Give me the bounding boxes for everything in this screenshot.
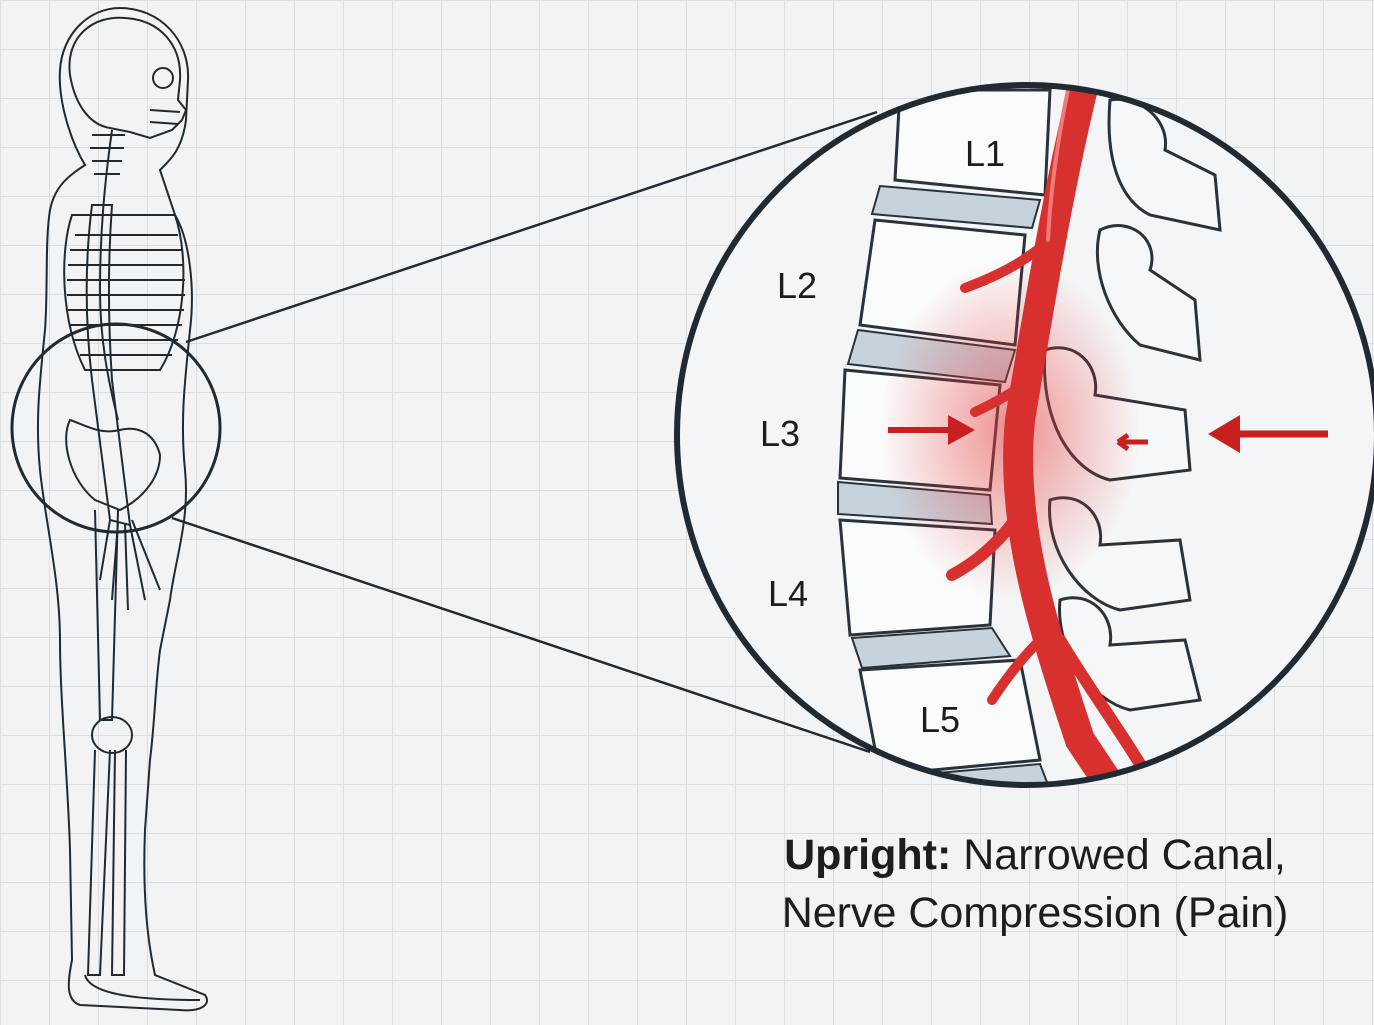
label-l1: L1 xyxy=(965,133,1005,174)
caption-line-1: Upright: Narrowed Canal, xyxy=(700,826,1370,884)
label-l5: L5 xyxy=(920,699,960,740)
pelvis xyxy=(66,420,160,510)
label-l3: L3 xyxy=(760,413,800,454)
label-l2: L2 xyxy=(777,265,817,306)
spine-column xyxy=(90,130,125,420)
caption-bold: Upright: xyxy=(784,831,951,879)
caption-line1-rest: Narrowed Canal, xyxy=(951,831,1286,879)
label-l4: L4 xyxy=(768,573,808,614)
rib-cage xyxy=(64,215,185,370)
caption-line-2: Nerve Compression (Pain) xyxy=(700,884,1370,942)
skull xyxy=(69,18,186,138)
caption: Upright: Narrowed Canal, Nerve Compressi… xyxy=(700,826,1370,942)
